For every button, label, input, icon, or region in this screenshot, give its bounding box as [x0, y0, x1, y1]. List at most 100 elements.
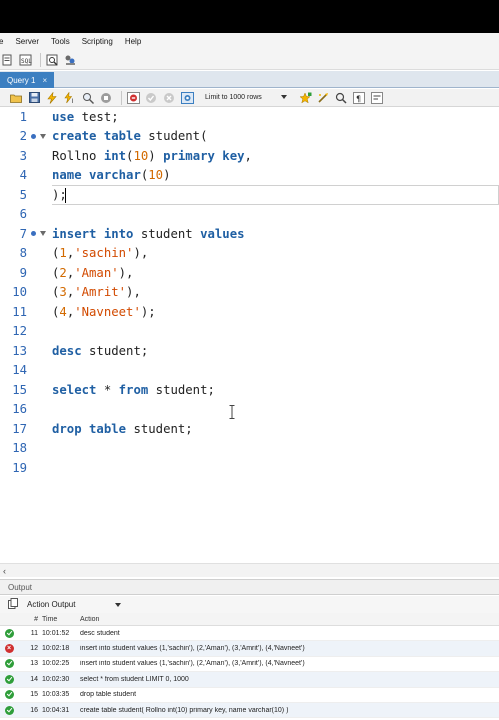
reconnect-icon[interactable] — [63, 53, 78, 67]
copy-icon[interactable] — [8, 598, 18, 611]
fold-toggle-icon[interactable] — [40, 231, 46, 236]
menu-item-tools[interactable]: Tools — [51, 37, 70, 46]
editor-line[interactable]: 11(4,'Navneet'); — [0, 302, 499, 322]
code-token: , — [66, 304, 75, 319]
editor-line[interactable]: 12 — [0, 322, 499, 342]
editor-line[interactable]: 10(3,'Amrit'), — [0, 283, 499, 303]
autocommit-toggle-icon[interactable] — [180, 91, 194, 104]
open-sql-script-icon[interactable]: SQL — [18, 53, 33, 67]
line-number: 10 — [12, 285, 27, 300]
code-token: student; — [126, 421, 193, 436]
editor-line[interactable]: 5); — [0, 185, 499, 205]
stop-icon[interactable] — [99, 91, 113, 104]
execute-lightning-icon[interactable] — [45, 91, 59, 104]
success-status-icon — [4, 628, 14, 638]
editor-line[interactable]: 8(1,'sachin'), — [0, 244, 499, 264]
code-token: from — [118, 382, 149, 397]
success-status-icon — [4, 705, 14, 715]
row-action: insert into student values (1,'sachin'),… — [80, 645, 305, 653]
invisible-characters-icon[interactable]: ¶ — [352, 91, 366, 104]
fold-toggle-icon[interactable] — [40, 133, 46, 139]
line-number: 9 — [19, 265, 27, 280]
code-token: name — [52, 168, 82, 183]
editor-line[interactable]: 18 — [0, 439, 499, 459]
editor-gutter — [27, 185, 52, 205]
code-text: use test; — [52, 110, 119, 124]
editor-gutter — [27, 419, 52, 439]
execute-current-statement-icon[interactable]: I — [63, 91, 77, 104]
code-token: 3 — [59, 285, 67, 300]
column-header-action[interactable]: Action — [80, 615, 100, 623]
tab-query-1[interactable]: Query 1 × — [0, 72, 54, 88]
new-sql-tab-icon[interactable] — [0, 53, 15, 67]
menu-item-server[interactable]: Server — [15, 37, 40, 46]
limit-rows-select[interactable]: Limit to 1000 rows — [202, 91, 290, 104]
add-to-snippets-icon[interactable] — [298, 91, 312, 104]
column-header-number[interactable]: # — [34, 615, 38, 623]
editor-gutter — [27, 166, 52, 186]
row-action: select * from student LIMIT 0, 1000 — [80, 675, 189, 683]
editor-gutter — [27, 205, 52, 225]
scroll-left-icon[interactable]: ‹ — [3, 566, 6, 576]
line-number: 12 — [12, 324, 27, 339]
menu-item-database[interactable]: e — [0, 37, 4, 46]
row-time: 10:03:35 — [42, 691, 70, 699]
close-icon[interactable]: × — [42, 75, 48, 85]
toggle-error-stop-icon[interactable] — [126, 91, 140, 104]
output-type-select[interactable]: Action Output — [24, 598, 124, 611]
word-wrap-icon[interactable] — [370, 91, 384, 104]
toolbar-separator — [40, 52, 41, 67]
explain-icon[interactable] — [81, 91, 95, 104]
code-token: 10 — [133, 148, 149, 163]
editor-line[interactable]: 9(2,'Aman'), — [0, 263, 499, 283]
editor-line[interactable]: 16 — [0, 400, 499, 420]
save-icon[interactable] — [27, 91, 41, 104]
line-number: 15 — [12, 382, 27, 397]
open-folder-icon[interactable] — [9, 91, 23, 104]
code-token: ) — [148, 148, 164, 163]
beautify-icon[interactable] — [316, 91, 330, 104]
code-token: student( — [140, 129, 208, 144]
menu-item-scripting[interactable]: Scripting — [81, 37, 113, 46]
column-header-time[interactable]: Time — [42, 615, 58, 623]
find-replace-icon[interactable] — [334, 91, 348, 104]
text-caret — [65, 187, 66, 203]
menu-item-help[interactable]: Help — [124, 37, 142, 46]
editor-line[interactable]: 6 — [0, 205, 499, 225]
output-title: Output — [8, 582, 33, 592]
row-time: 10:02:25 — [42, 660, 70, 668]
inspector-icon[interactable] — [45, 53, 60, 67]
commit-icon[interactable] — [144, 91, 158, 104]
svg-text:I: I — [71, 98, 73, 104]
success-status-icon — [4, 674, 14, 684]
line-number: 13 — [12, 343, 27, 358]
editor-line[interactable]: 19 — [0, 458, 499, 478]
line-number: 19 — [12, 460, 27, 475]
output-controls: Action Output — [0, 596, 499, 613]
editor-horizontal-scrollbar[interactable]: ‹ — [0, 563, 499, 577]
error-status-icon: × — [4, 644, 14, 654]
line-number: 5 — [19, 187, 27, 202]
editor-line[interactable]: 14 — [0, 361, 499, 381]
code-token: student — [133, 226, 201, 241]
statement-marker-icon — [31, 231, 36, 236]
rollback-icon[interactable] — [162, 91, 176, 104]
code-text: (1,'sachin'), — [52, 246, 148, 260]
line-number: 4 — [19, 168, 27, 183]
code-text: drop table student; — [52, 422, 193, 436]
